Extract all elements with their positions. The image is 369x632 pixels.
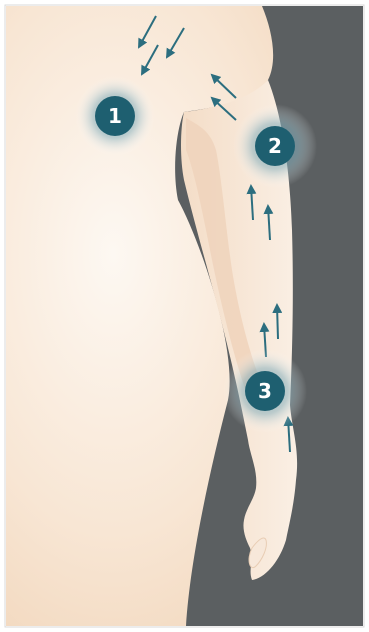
marker-label: 1 — [108, 104, 122, 128]
arrow-icon — [277, 305, 278, 339]
marker-label: 3 — [258, 379, 272, 403]
marker-label: 2 — [268, 134, 282, 158]
marker-3: 3 — [223, 349, 307, 433]
marker-1: 1 — [75, 76, 155, 156]
marker-2: 2 — [233, 104, 317, 188]
